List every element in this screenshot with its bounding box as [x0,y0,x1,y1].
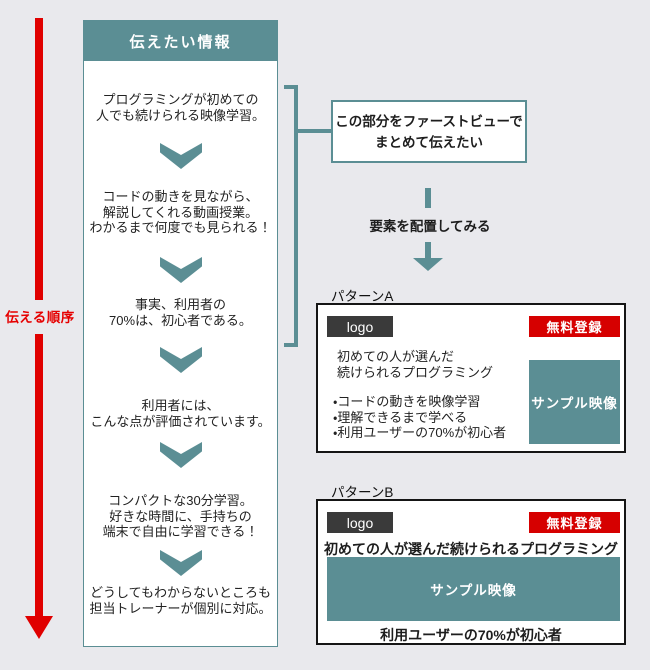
flow-step-6: どうしてもわからないところも 担当トレーナーが個別に対応。 [89,585,272,616]
pattern-a-logo: logo [327,316,393,337]
order-arrow-head-icon [25,616,53,639]
first-view-callout: この部分をファーストビューで まとめて伝えたい [331,100,527,163]
pattern-a-card: logo 無料登録 初めての人が選んだ 続けられるプログラミング ・コードの動き… [316,303,626,453]
pattern-b-footnote: 利用ユーザーの70%が初心者 [380,627,562,643]
chevron-down-icon [160,143,202,169]
transition-dash-icon [425,188,431,208]
bracket-connector [298,129,331,133]
pattern-a-sample-video-placeholder: サンプル映像 [529,360,620,444]
info-panel-header: 伝えたい情報 [84,21,277,61]
pattern-a-signup-button[interactable]: 無料登録 [529,316,620,337]
order-arrow-line-top [35,18,43,300]
info-panel: 伝えたい情報 プログラミングが初めての 人でも続けられる映像学習。 コードの動き… [83,20,278,647]
transition-arrow-shaft [425,242,431,259]
pattern-a-bullet-list: ・コードの動きを映像学習 ・理解できるまで学べる ・利用ユーザーの70%が初心者 [333,394,506,441]
chevron-down-icon [160,347,202,373]
flow-step-5: コンパクトな30分学習。 好きな時間に、手持ちの 端末で自由に学習できる！ [102,493,259,539]
first-view-callout-text: この部分をファーストビューで まとめて伝えたい [335,113,523,150]
flow-step-2: コードの動きを見ながら、 解説してくれる動画授業。 わかるまで何度でも見られる！ [89,189,272,235]
order-label: 伝える順序 [5,310,75,325]
pattern-a-label: パターンA [331,289,394,304]
pattern-b-logo: logo [327,512,393,533]
chevron-down-icon [160,442,202,468]
pattern-a-headline: 初めての人が選んだ 続けられるプログラミング [337,349,494,380]
pattern-a-bullet: ・理解できるまで学べる [333,409,468,425]
pattern-b-sample-video-placeholder: サンプル映像 [327,557,620,621]
flow-step-4: 利用者には、 こんな点が評価されています。 [90,398,271,429]
bracket-top-arm [284,85,298,89]
transition-label: 要素を配置してみる [369,219,491,234]
pattern-a-bullet: ・利用ユーザーの70%が初心者 [333,425,507,440]
bracket-bottom-arm [284,343,298,347]
order-arrow-line-bottom [35,334,43,616]
pattern-a-bullet: ・コードの動きを映像学習 [333,394,481,409]
flow-step-1: プログラミングが初めての 人でも続けられる映像学習。 [95,92,265,123]
transition-arrow-down-icon [413,258,443,271]
chevron-down-icon [160,550,202,576]
flow-step-3: 事実、利用者の 70%は、初心者である。 [109,297,252,328]
pattern-b-card: logo 無料登録 初めての人が選んだ続けられるプログラミング サンプル映像 利… [316,499,626,645]
pattern-b-headline: 初めての人が選んだ続けられるプログラミング [324,541,618,557]
chevron-down-icon [160,257,202,283]
pattern-b-signup-button[interactable]: 無料登録 [529,512,620,533]
bracket-vertical-line [294,85,298,347]
pattern-b-label: パターンB [331,485,394,500]
